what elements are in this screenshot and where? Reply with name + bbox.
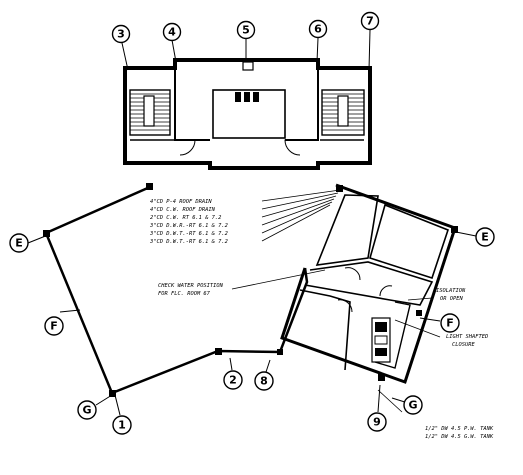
- tank-note-1: 1/2" DW 4.5 P.W. TANK: [425, 426, 494, 432]
- svg-text:F: F: [50, 320, 58, 333]
- isolation-note-1: ISOLATION: [436, 288, 466, 294]
- tank-note: 1/2" DW 4.5 P.W. TANK 1/2" DW 4.5 G.W. T…: [425, 426, 494, 440]
- svg-text:4: 4: [168, 26, 176, 39]
- isolation-note: ISOLATION OR OPEN: [436, 288, 466, 302]
- shaft-note: LIGHT SHAFTED CLOSURE: [446, 334, 488, 348]
- riser-note-2: 4"CD C.W. ROOF DRAIN: [150, 207, 216, 213]
- svg-text:3: 3: [117, 28, 125, 41]
- svg-text:1: 1: [118, 419, 126, 432]
- grid-bubble-g-right: G: [403, 395, 423, 415]
- grid-bubble-g-left: G: [77, 400, 97, 420]
- grid-bubble-2: 2: [223, 370, 243, 390]
- left-wing: [43, 183, 309, 397]
- right-wing: [280, 183, 458, 384]
- svg-text:7: 7: [366, 15, 374, 28]
- water-meter-note: CHECK WATER POSITION FOR FLC. ROOM 67: [158, 283, 224, 297]
- grid-bubble-7: 7: [360, 11, 380, 31]
- stair-right: [321, 89, 365, 136]
- riser-note-3: 2"CD C.W. RT 6.1 & 7.2: [150, 215, 221, 221]
- tank-note-2: 1/2" DW 4.5 G.W. TANK: [425, 434, 494, 440]
- grid-bubble-3: 3: [111, 24, 131, 44]
- svg-text:F: F: [446, 317, 454, 330]
- isolation-note-2: OR OPEN: [440, 296, 463, 302]
- stair-left: [129, 89, 171, 136]
- svg-text:E: E: [481, 231, 489, 244]
- riser-note-4: 3"CD D.W.R.-RT 6.1 & 7.2: [149, 223, 228, 229]
- svg-text:G: G: [82, 404, 91, 417]
- svg-text:9: 9: [373, 416, 381, 429]
- water-meter-note-2: FOR FLC. ROOM 67: [158, 291, 211, 297]
- grid-bubble-f-right: F: [440, 313, 460, 333]
- shaft-note-2: CLOSURE: [452, 342, 475, 348]
- grid-bubble-5: 5: [236, 20, 256, 40]
- svg-text:8: 8: [260, 375, 268, 388]
- grid-bubble-9: 9: [367, 412, 387, 432]
- riser-note-5: 3"CD D.W.T.-RT 6.1 & 7.2: [149, 231, 228, 237]
- grid-lines: [27, 29, 477, 244]
- riser-note-6: 3"CD D.W.T.-RT 6.1 & 7.2: [149, 239, 228, 245]
- svg-text:2: 2: [229, 374, 237, 387]
- grid-bubble-e-right: E: [475, 227, 495, 247]
- svg-text:G: G: [408, 399, 417, 412]
- grid-bubble-4: 4: [162, 22, 182, 42]
- grid-bubble-e-left: E: [9, 233, 29, 253]
- svg-text:E: E: [15, 237, 23, 250]
- riser-note-1: 4"CD P-4 ROOF DRAIN: [150, 199, 212, 205]
- note-leaders: [59, 189, 441, 416]
- grid-bubble-6: 6: [308, 19, 328, 39]
- water-meter-note-1: CHECK WATER POSITION: [158, 283, 224, 289]
- grid-bubble-f-left: F: [44, 316, 64, 336]
- shaft-note-1: LIGHT SHAFTED: [446, 334, 488, 340]
- svg-text:6: 6: [314, 23, 322, 36]
- grid-bubble-1: 1: [112, 415, 132, 435]
- svg-text:5: 5: [242, 24, 250, 37]
- grid-bubble-8: 8: [254, 371, 274, 391]
- riser-notes: 4"CD P-4 ROOF DRAIN 4"CD C.W. ROOF DRAIN…: [149, 199, 228, 245]
- core-block: [123, 58, 372, 170]
